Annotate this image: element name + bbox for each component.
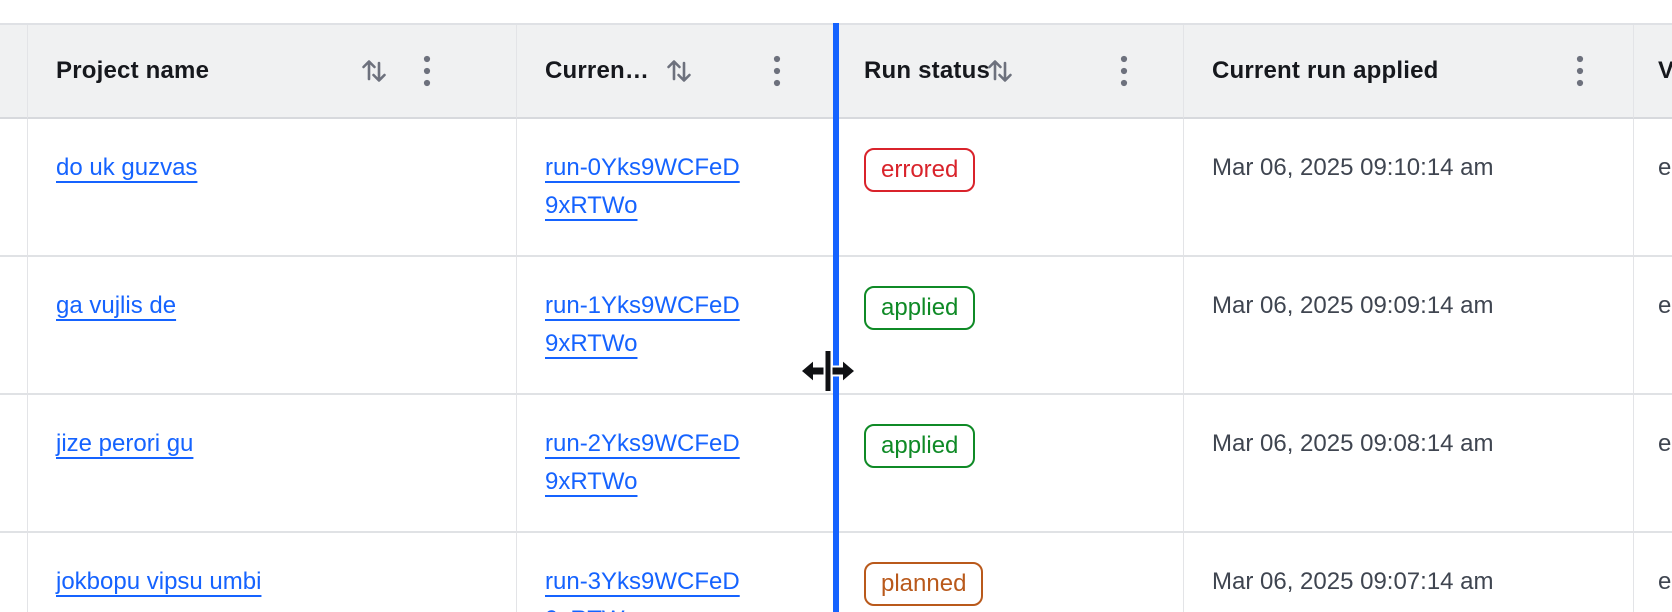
column-menu-icon[interactable] [423, 55, 431, 87]
run-status-badge: applied [864, 424, 976, 468]
column-header-current-run[interactable]: Curren… [517, 25, 836, 119]
column-menu-icon[interactable] [773, 55, 781, 87]
workspaces-table: Project name Curren… [0, 23, 1672, 612]
sort-icon[interactable] [665, 56, 693, 86]
applied-timestamp: Mar 06, 2025 09:09:14 am [1184, 257, 1634, 395]
truncated-cell: e [1658, 568, 1672, 595]
current-run-cell: run-3Yks9WCFeD9xRTWo [517, 533, 836, 612]
project-link[interactable]: jize perori gu [56, 430, 194, 457]
project-link[interactable]: jokbopu vipsu umbi [56, 568, 262, 595]
column-menu-icon[interactable] [1576, 55, 1584, 87]
spacer-cell [0, 119, 28, 257]
project-link[interactable]: do uk guzvas [56, 154, 198, 181]
column-label: Current run applied [1212, 57, 1439, 84]
column-header-spacer [0, 25, 28, 119]
table-row: jokbopu vipsu umbi run-3Yks9WCFeD9xRTWo … [0, 533, 1672, 612]
column-menu-icon[interactable] [1120, 55, 1128, 87]
column-label: Run status [864, 57, 991, 84]
applied-timestamp: Mar 06, 2025 09:10:14 am [1184, 119, 1634, 257]
sort-icon[interactable] [360, 56, 388, 86]
run-status-badge: errored [864, 148, 976, 192]
column-resize-indicator[interactable] [833, 23, 839, 612]
run-status-cell: errored [836, 119, 1184, 257]
column-label: Project name [56, 57, 210, 84]
project-link[interactable]: ga vujlis de [56, 292, 177, 319]
spacer-cell [0, 257, 28, 395]
project-name-cell: do uk guzvas [28, 119, 517, 257]
spacer-cell [0, 395, 28, 533]
truncated-cell: e [1634, 119, 1672, 257]
column-header-partial: V [1634, 25, 1672, 119]
run-status-cell: applied [836, 257, 1184, 395]
column-header-current-run-applied[interactable]: Current run applied [1184, 25, 1634, 119]
truncated-cell: e [1634, 257, 1672, 395]
column-label: V [1658, 57, 1672, 84]
run-status-badge: planned [864, 562, 984, 606]
run-status-badge: applied [864, 286, 976, 330]
project-name-cell: jize perori gu [28, 395, 517, 533]
applied-timestamp: Mar 06, 2025 09:07:14 am [1184, 533, 1634, 612]
applied-timestamp: Mar 06, 2025 09:08:14 am [1184, 395, 1634, 533]
column-header-project-name[interactable]: Project name [28, 25, 517, 119]
truncated-cell: e [1634, 395, 1672, 533]
run-link[interactable]: run-3Yks9WCFeD9xRTWo [545, 568, 740, 612]
run-status-cell: applied [836, 395, 1184, 533]
spacer-cell [0, 533, 28, 612]
project-name-cell: ga vujlis de [28, 257, 517, 395]
project-name-cell: jokbopu vipsu umbi [28, 533, 517, 612]
column-header-run-status[interactable]: Run status [836, 25, 1184, 119]
column-label: Curren… [545, 57, 650, 84]
sort-icon[interactable] [986, 56, 1014, 86]
run-status-cell: planned [836, 533, 1184, 612]
